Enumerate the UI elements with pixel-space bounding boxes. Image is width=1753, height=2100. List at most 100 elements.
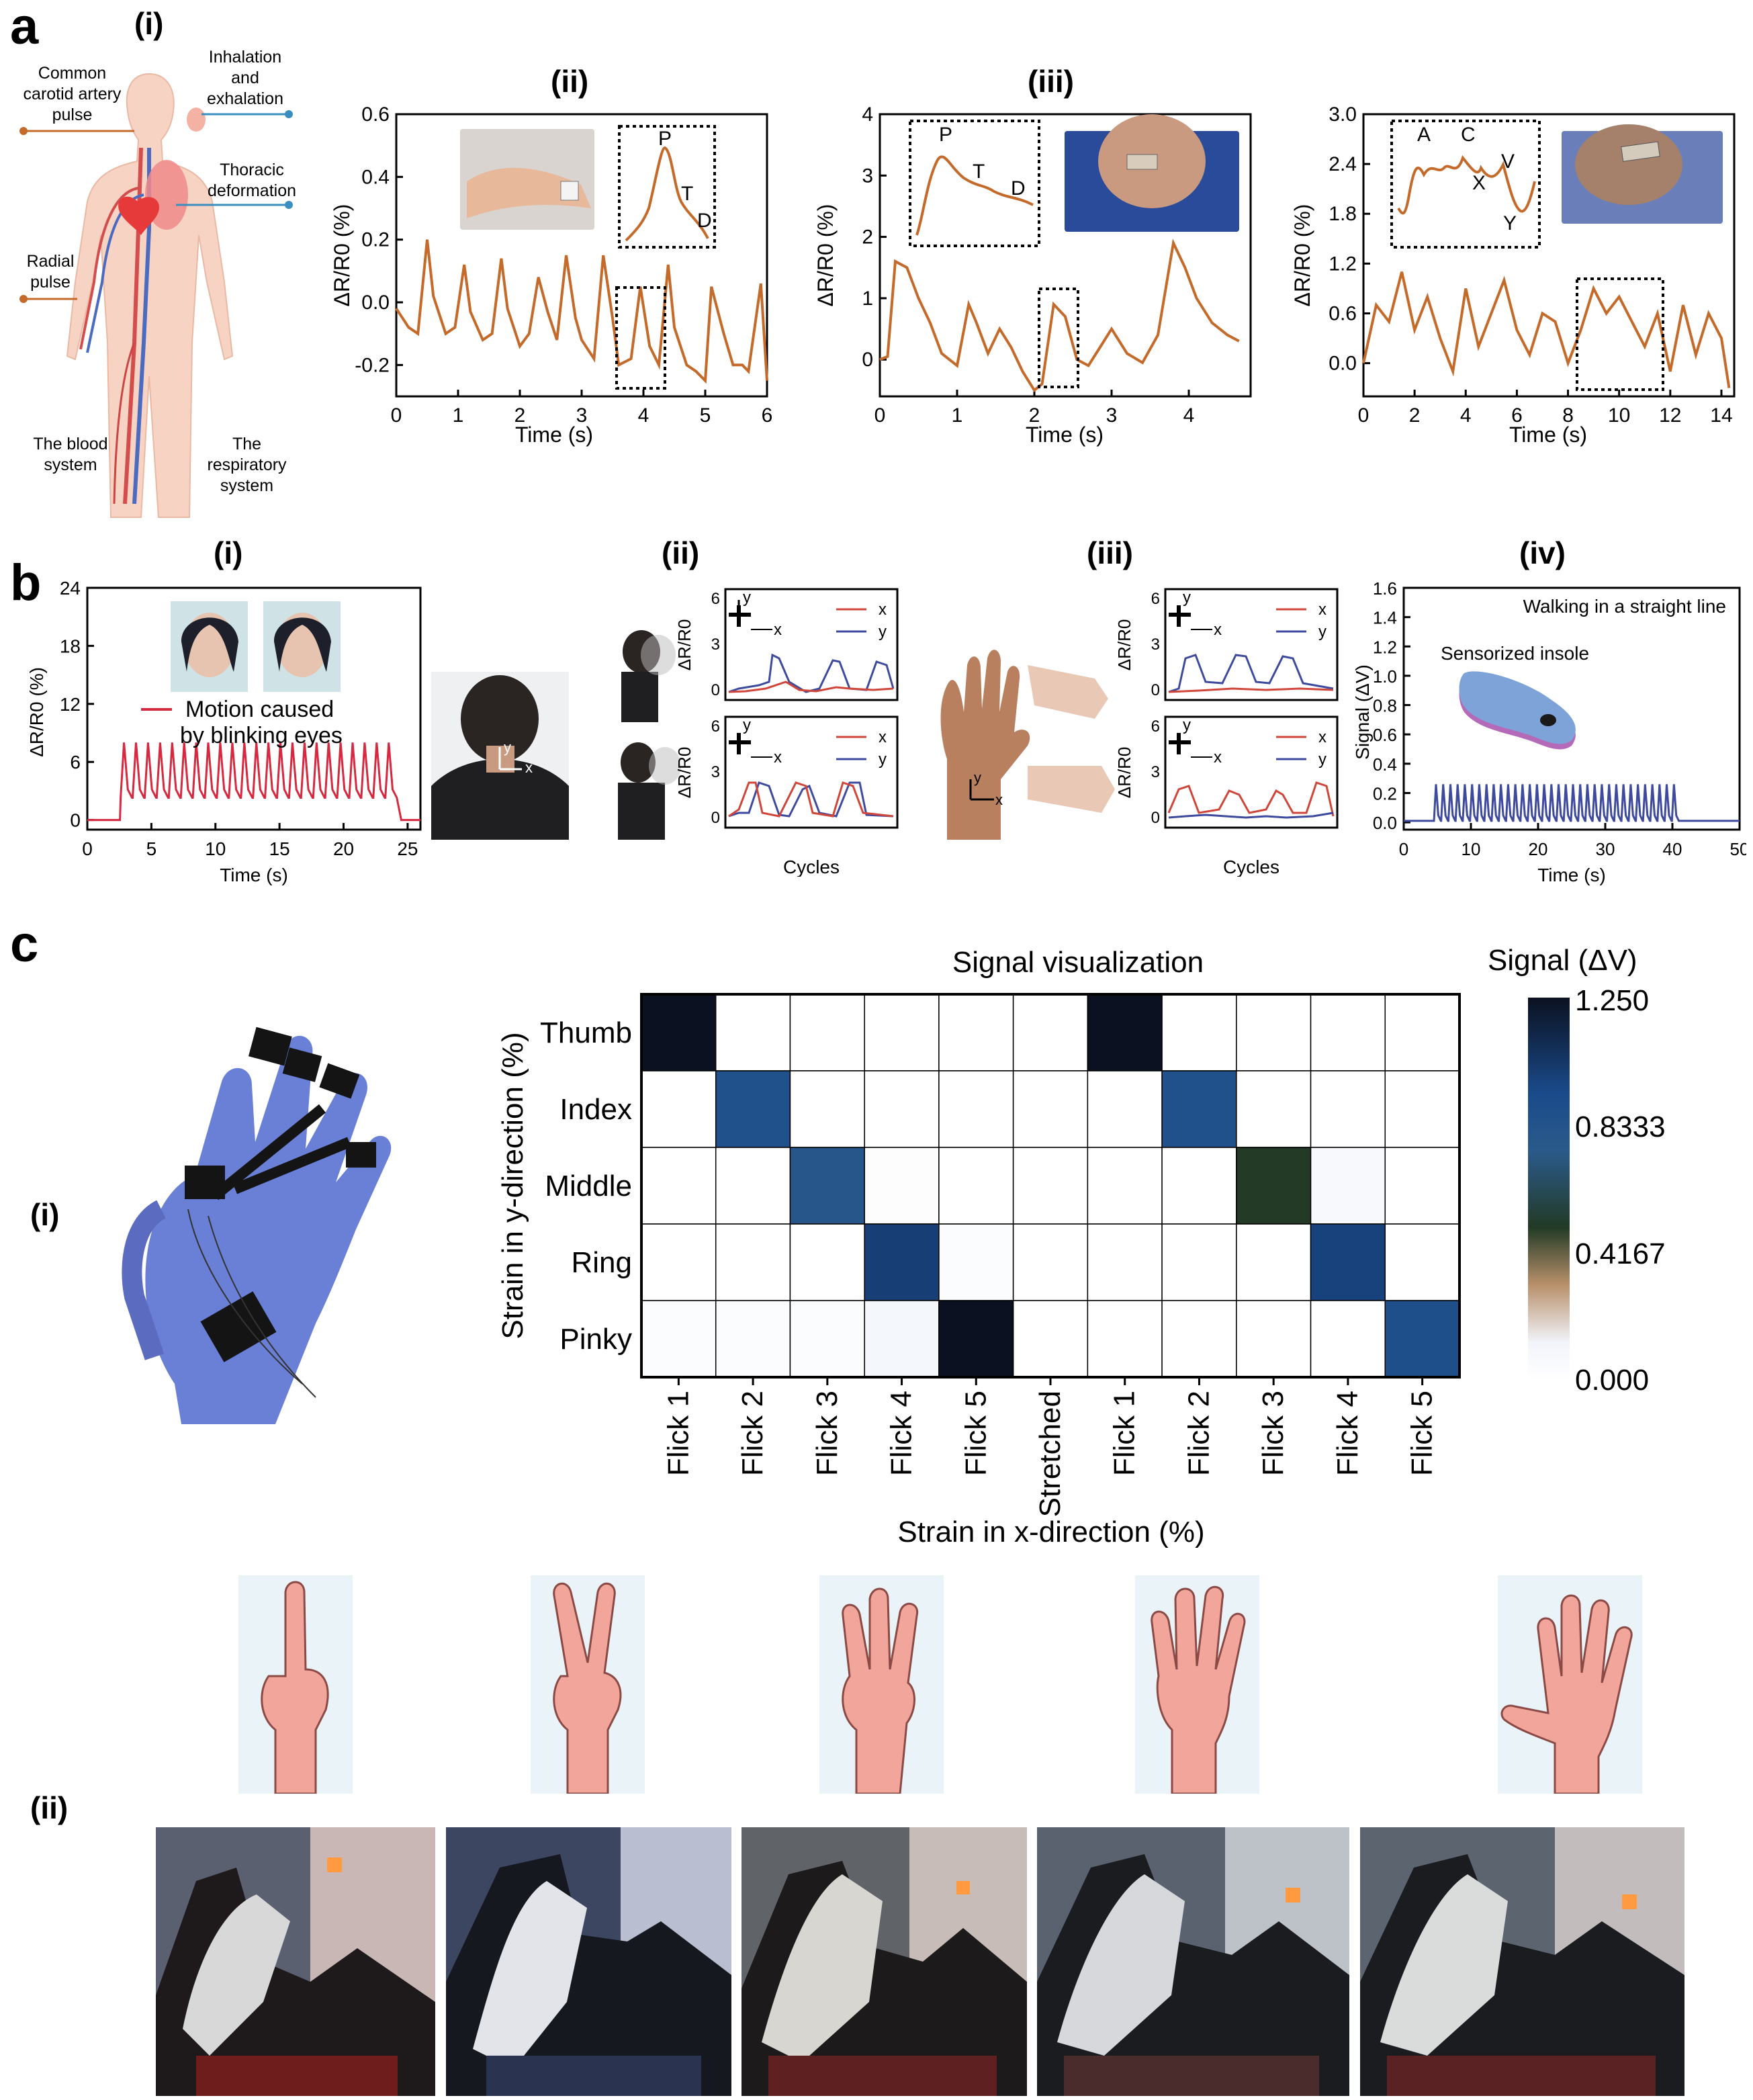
heatmap-cell <box>1161 1223 1237 1301</box>
y-tick-label: 1.2 <box>1373 637 1397 657</box>
zoom-source-box <box>1576 277 1664 391</box>
y-tick-label: 12 <box>60 694 81 715</box>
zoom-box <box>618 125 716 249</box>
y-tick-label: 0.4 <box>361 166 390 188</box>
hand-gesture-4 <box>1135 1575 1259 1795</box>
peak-d: D <box>1011 177 1026 200</box>
svg-text:ΔR/R0: ΔR/R0 <box>674 747 694 799</box>
hand-gesture-1 <box>238 1575 353 1795</box>
y-tick-label: 0.2 <box>1373 783 1397 803</box>
heatmap-cell <box>864 1070 940 1148</box>
heatmap-cell <box>715 994 791 1071</box>
heatmap-cell <box>1310 1223 1386 1301</box>
neck-back-photo: y x <box>431 672 569 840</box>
col-label: Flick 3 <box>811 1391 844 1476</box>
heatmap-cell <box>789 1223 865 1301</box>
col-label: Flick 2 <box>1182 1391 1215 1476</box>
plot-frame <box>1402 586 1741 831</box>
heatmap-title: Signal visualization <box>952 946 1204 979</box>
hand-gesture-5 <box>1498 1575 1642 1795</box>
peak-t: T <box>973 161 985 183</box>
y-axis-label: ΔR/R0 (%) <box>813 204 838 307</box>
zoom-box <box>1390 120 1541 249</box>
heatmap-cell <box>1012 1300 1089 1378</box>
chart-b-iii-bottom: 6 3 0 y x x y ΔR/R0 <box>1114 715 1339 829</box>
svg-text:6: 6 <box>711 717 720 736</box>
legend-y: y <box>1318 623 1327 641</box>
row-label: Middle <box>545 1170 632 1202</box>
heatmap-cell <box>715 1070 791 1148</box>
x-tick-label: 5 <box>700 404 711 427</box>
legend-line2: by blinking eyes <box>180 723 343 748</box>
x-tick-label: 0 <box>1399 839 1408 859</box>
row-label: Thumb <box>540 1016 632 1049</box>
heatmap-cell <box>641 1300 717 1378</box>
y-tick-label: 1.6 <box>1373 578 1397 599</box>
panel-c-ii-label: (ii) <box>30 1790 69 1825</box>
y-tick-label: 2 <box>862 226 873 249</box>
robot-hand-photo-3 <box>741 1827 1027 2096</box>
trace-series <box>87 742 420 822</box>
chart-b-iii: 6 3 0 y x x y ΔR/R0 6 3 0 y x x y ΔR/R0 … <box>1114 588 1339 877</box>
annotation-inhalation: Inhalation and exhalation <box>207 48 283 108</box>
series-y <box>1168 812 1334 819</box>
trace-series <box>1362 271 1731 388</box>
chart-b-ii-bottom: 6 3 0 y x x y ΔR/R0 <box>674 715 899 829</box>
series-y <box>728 781 894 818</box>
x-tick-label: 2 <box>1409 404 1421 427</box>
x-tick-label: 25 <box>397 838 418 859</box>
annotation-carotid: Common carotid artery pulse <box>23 64 122 124</box>
y-tick-label: 24 <box>60 578 81 599</box>
heatmap-cell <box>789 1147 865 1225</box>
x-tick-label: 12 <box>1659 404 1681 427</box>
colorbar-tick-max: 1.250 <box>1575 984 1650 1017</box>
col-label: Stretched <box>1034 1391 1067 1517</box>
chart-b-ii: 6 3 0 y x x y ΔR/R0 6 3 0 y x x y ΔR/R0 … <box>674 588 899 877</box>
head-motion-photos <box>591 625 692 840</box>
heatmap-cell <box>1384 994 1460 1071</box>
col-label: Flick 5 <box>959 1391 992 1476</box>
x-tick-label: 15 <box>269 838 290 859</box>
chart-b-ii-top: 6 3 0 y x x y ΔR/R0 <box>674 588 899 701</box>
heatmap-cell <box>1236 1223 1312 1301</box>
row-label: Index <box>559 1093 632 1126</box>
x-tick-label: 1 <box>952 404 963 427</box>
x-axis-label: Cycles <box>1223 857 1279 877</box>
col-label: Flick 3 <box>1257 1391 1290 1476</box>
annotation-walking: Walking in a straight line <box>1523 596 1726 617</box>
plot-frame <box>86 586 422 831</box>
x-axis-label: Time (s) <box>1509 423 1587 447</box>
x-tick-label: 3 <box>1106 404 1118 427</box>
x-tick-label: 6 <box>762 404 773 427</box>
y-tick-label: 3 <box>862 165 873 187</box>
heatmap-cell <box>1384 1070 1460 1148</box>
heatmap-cell <box>1087 1300 1163 1378</box>
x-axis-label: Time (s) <box>1026 423 1104 447</box>
panel-b-iii-label: (iii) <box>1087 535 1133 570</box>
x-tick-label: 2 <box>514 404 526 427</box>
peak-p: P <box>658 128 672 150</box>
svg-text:6: 6 <box>1151 717 1160 736</box>
legend-line1: Motion caused <box>185 697 334 722</box>
axis-y-letter: y <box>504 739 511 756</box>
x-tick-label: 0 <box>82 838 93 859</box>
glove-photo <box>121 1008 443 1478</box>
peak-p: P <box>939 124 952 146</box>
heatmap-cell <box>1384 1300 1460 1378</box>
x-tick-label: 10 <box>1608 404 1630 427</box>
peak-c: C <box>1461 124 1476 146</box>
heatmap-cell <box>789 1070 865 1148</box>
robot-hand-photo-1 <box>156 1827 435 2096</box>
heatmap-cell <box>938 1223 1014 1301</box>
col-label: Flick 2 <box>736 1391 769 1476</box>
body-illustration: Common carotid artery pulse Inhalation a… <box>0 48 316 531</box>
heatmap-cell <box>1310 1147 1386 1225</box>
y-tick-label: 0.0 <box>361 292 390 314</box>
colorbar-gradient <box>1528 998 1570 1381</box>
series-x <box>1167 781 1335 817</box>
chart-b-iii-top: 6 3 0 y x x y ΔR/R0 <box>1114 588 1339 701</box>
panel-label-a: a <box>10 0 39 55</box>
y-tick-label: 18 <box>60 636 81 656</box>
